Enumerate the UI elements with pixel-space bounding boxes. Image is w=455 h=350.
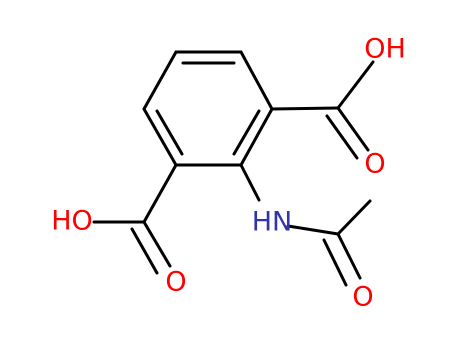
acid-top-co-bond-a — [336, 106, 355, 131]
atom-label-layer: OH O HO O HN O — [51, 34, 406, 313]
amide-cn-ring-bond-b — [248, 181, 261, 202]
acid-top-co-bond-2-a — [325, 114, 344, 139]
acid-left-co-bond-a — [142, 220, 159, 246]
ring-bond-5 — [142, 107, 178, 167]
ring-bond-2 — [239, 50, 274, 111]
amide-methyl-bond — [336, 199, 372, 236]
bond-layer — [92, 50, 375, 287]
amide-co-bond-a — [336, 232, 351, 258]
amide-nitrogen-label: HN — [252, 207, 293, 238]
amide-n-c-bond-b — [311, 228, 340, 236]
acid-top-co-bond-b — [351, 127, 370, 152]
acid-top-co-bond-2-b — [340, 135, 359, 160]
amide-co-bond-b — [347, 254, 362, 280]
carbonyl-oxygen-label-top: O — [364, 149, 385, 180]
amide-co-bond-2-b — [333, 261, 348, 287]
ring-inner-bond-left — [155, 109, 184, 156]
ring-bond-6 — [142, 50, 178, 111]
acid-left-co-bond-2-a — [130, 227, 146, 253]
hydroxyl-label-top: OH — [364, 34, 406, 65]
carbonyl-oxygen-label-left: O — [165, 267, 186, 298]
amide-n-c-bond-a — [286, 224, 315, 232]
acid-left-co-bond-2-b — [143, 249, 159, 275]
amide-cn-ring-bond-a — [239, 163, 252, 184]
hydroxyl-label-left: HO — [51, 206, 93, 237]
ring-bond-3 — [239, 107, 274, 167]
amide-co-bond-2-a — [322, 238, 337, 264]
acid-left-c-bond — [142, 163, 178, 224]
amide-oxygen-label: O — [352, 282, 373, 313]
acid-top-oh-bond-b — [354, 60, 375, 87]
acid-top-c-bond — [270, 106, 340, 111]
acid-top-oh-bond-a — [336, 83, 357, 110]
ring-inner-bond-right — [232, 109, 261, 156]
acid-left-co-bond-b — [155, 242, 172, 268]
